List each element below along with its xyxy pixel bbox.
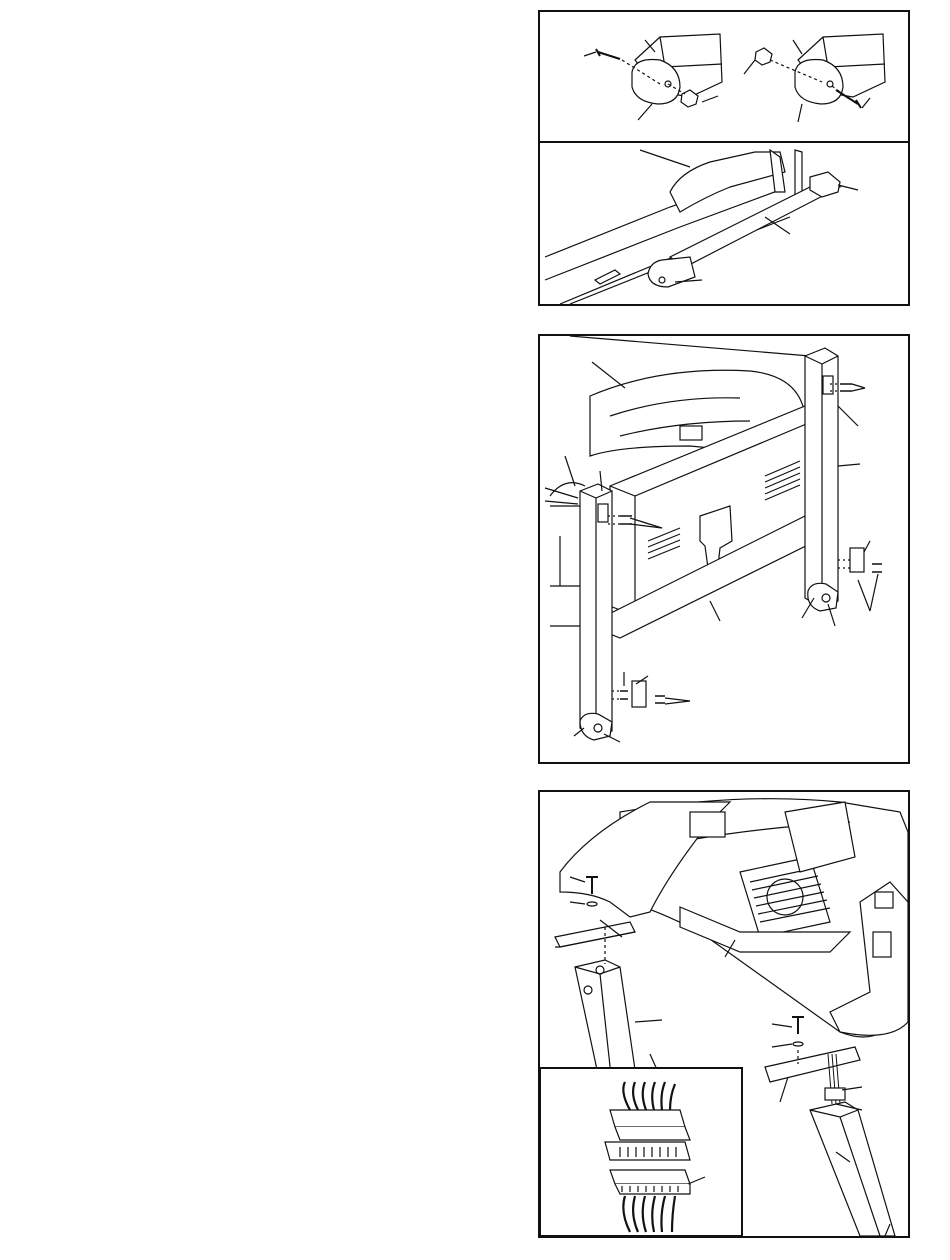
figure-wheel-assembly xyxy=(538,10,910,306)
lower-connector xyxy=(610,1170,690,1184)
left-upright-slot-top xyxy=(598,504,608,522)
right-upright xyxy=(810,1102,895,1236)
left-bracket xyxy=(632,681,646,707)
figure-console-wiring xyxy=(538,790,910,1238)
right-screw xyxy=(792,1017,804,1034)
treadmill-base-drawing xyxy=(545,150,858,304)
connector-inset xyxy=(540,1068,742,1236)
right-bracket-rail xyxy=(765,1047,860,1082)
base-end-cap xyxy=(810,172,840,197)
wheel-detail-drawing xyxy=(540,12,908,304)
uprights-frame-drawing xyxy=(540,336,908,762)
bolt-left xyxy=(596,49,620,59)
console-upright-drawing xyxy=(540,792,908,1236)
base-wheel-front xyxy=(648,257,695,287)
figure-uprights-frame xyxy=(538,334,910,764)
nut-right xyxy=(755,48,772,65)
right-bracket xyxy=(850,548,864,572)
upper-connector xyxy=(610,1110,685,1127)
